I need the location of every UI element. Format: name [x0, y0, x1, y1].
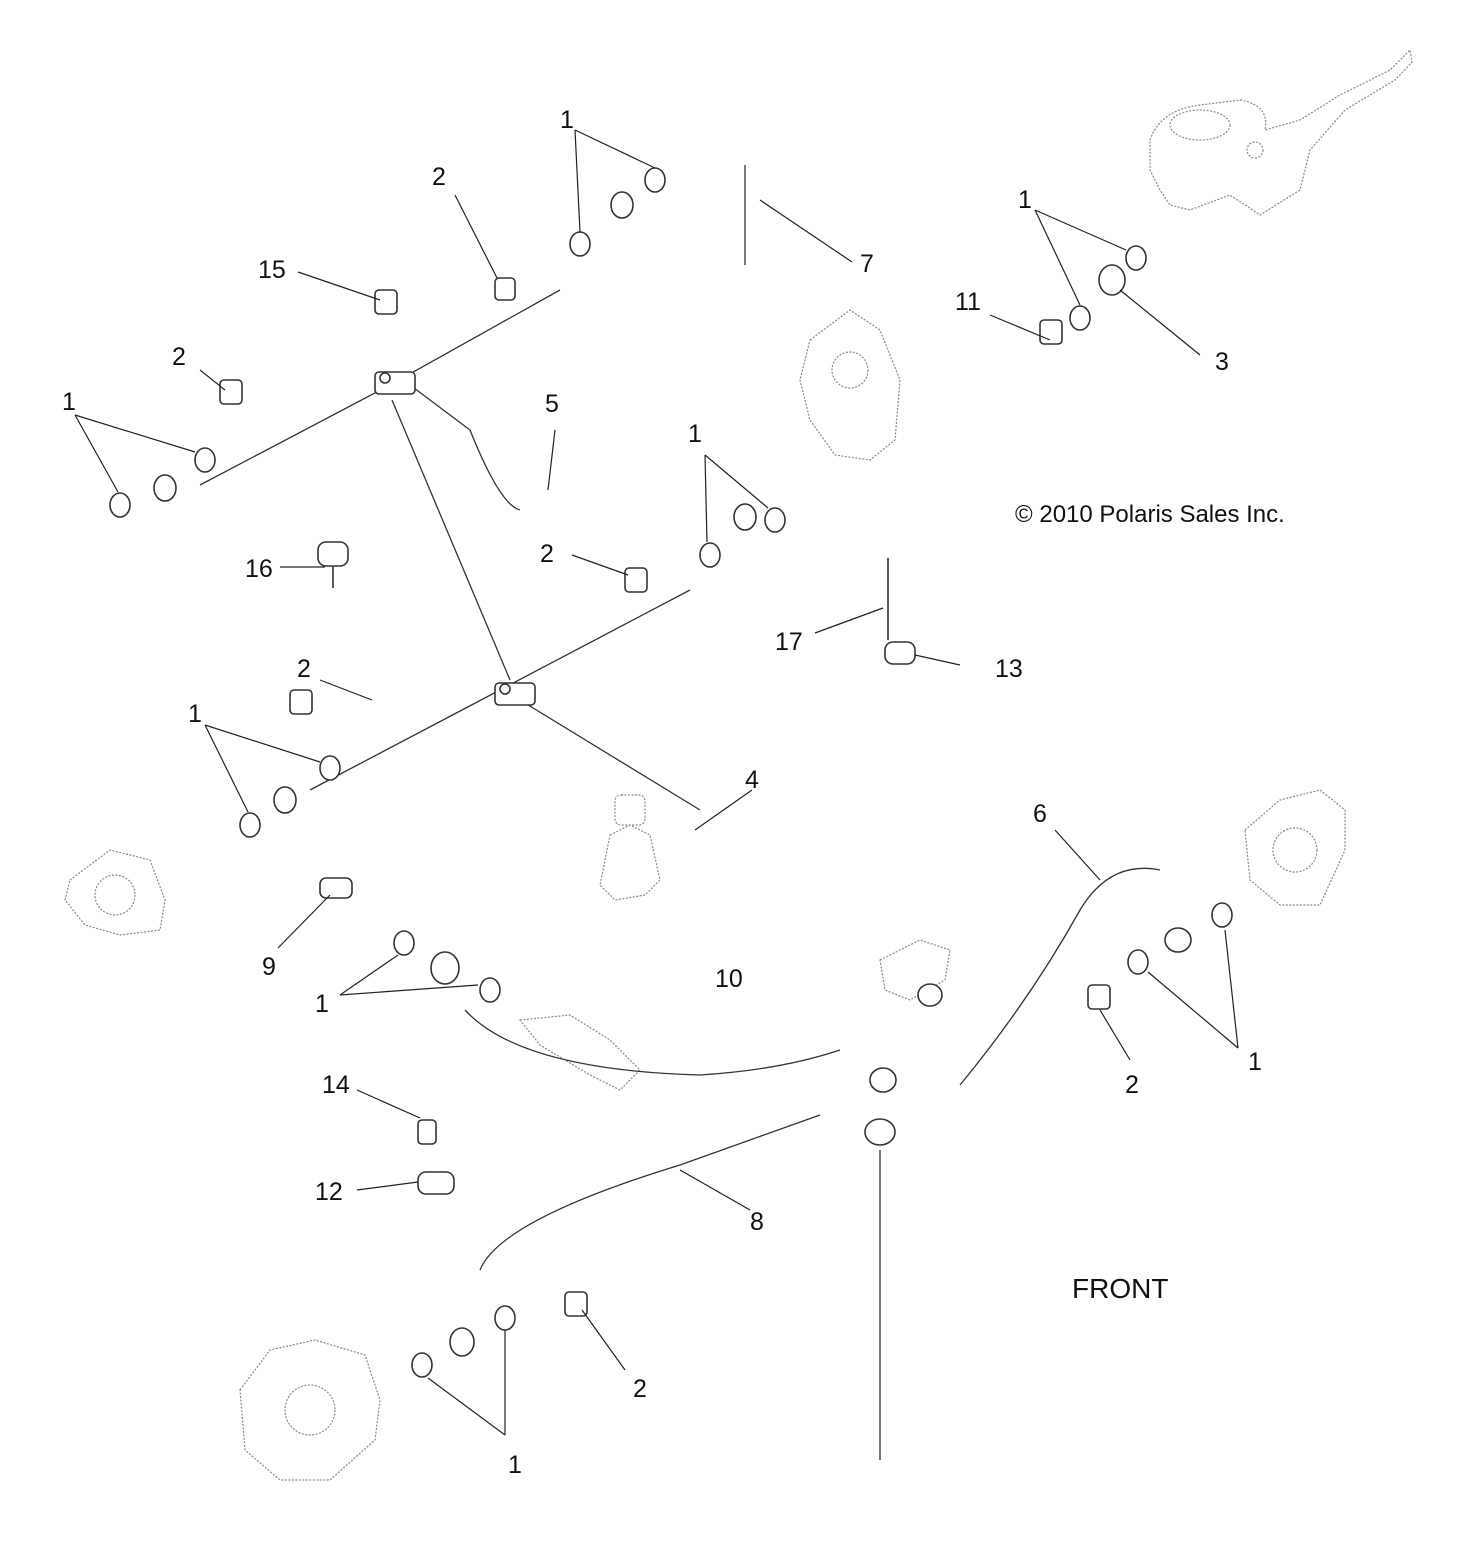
callout-labels: 1 2 15 7 1 11 3 2 1 5 1 16 2 17 13 2 1 4…	[62, 106, 1262, 1479]
callout-15: 15	[258, 256, 286, 284]
callout-12: 12	[315, 1178, 343, 1206]
callout-1: 1	[1018, 186, 1032, 214]
caliper-right	[1244, 789, 1346, 906]
callout-6: 6	[1033, 800, 1047, 828]
hose-10	[464, 1009, 841, 1076]
front-orientation-label: FRONT	[1072, 1273, 1168, 1304]
hoses	[199, 165, 1161, 1460]
callout-9: 9	[262, 953, 276, 981]
callout-2: 2	[540, 540, 554, 568]
callout-1: 1	[688, 420, 702, 448]
callout-1: 1	[508, 1451, 522, 1479]
callout-2: 2	[432, 163, 446, 191]
callout-11: 11	[955, 288, 981, 316]
copyright-notice: © 2010 Polaris Sales Inc.	[1015, 501, 1285, 528]
caliper-left	[64, 849, 166, 936]
tee-fitting-lower	[494, 682, 536, 706]
callout-8: 8	[750, 1208, 764, 1236]
washers	[109, 167, 1233, 1378]
callout-1: 1	[188, 700, 202, 728]
callout-16: 16	[245, 555, 273, 583]
callout-5: 5	[545, 390, 559, 418]
hose-5	[409, 384, 521, 511]
callout-1: 1	[62, 388, 76, 416]
caliper-lower-left	[239, 1339, 381, 1481]
callout-2: 2	[633, 1375, 647, 1403]
callout-4: 4	[745, 766, 759, 794]
callout-2: 2	[1125, 1071, 1139, 1099]
callout-2: 2	[172, 343, 186, 371]
callout-1: 1	[315, 990, 329, 1018]
callout-17: 17	[775, 628, 803, 656]
callout-3: 3	[1215, 348, 1229, 376]
callout-2: 2	[297, 655, 311, 683]
hose-6	[959, 867, 1161, 1086]
hose-4	[519, 699, 701, 811]
callout-1: 1	[1248, 1048, 1262, 1076]
callout-14: 14	[322, 1071, 350, 1099]
tee-fitting-upper	[374, 371, 416, 395]
master-cylinder	[1149, 48, 1413, 216]
callout-1: 1	[560, 106, 574, 134]
callout-10: 10	[715, 965, 743, 993]
caliper-upper-center	[799, 309, 901, 461]
hose-cross	[391, 399, 511, 681]
callout-7: 7	[860, 250, 874, 278]
leader-lines	[74, 129, 1239, 1436]
callout-13: 13	[995, 655, 1023, 683]
bolts	[219, 277, 1111, 1317]
proportioning-valve	[599, 794, 661, 901]
hose-8	[479, 1114, 821, 1271]
clips	[317, 541, 916, 1195]
